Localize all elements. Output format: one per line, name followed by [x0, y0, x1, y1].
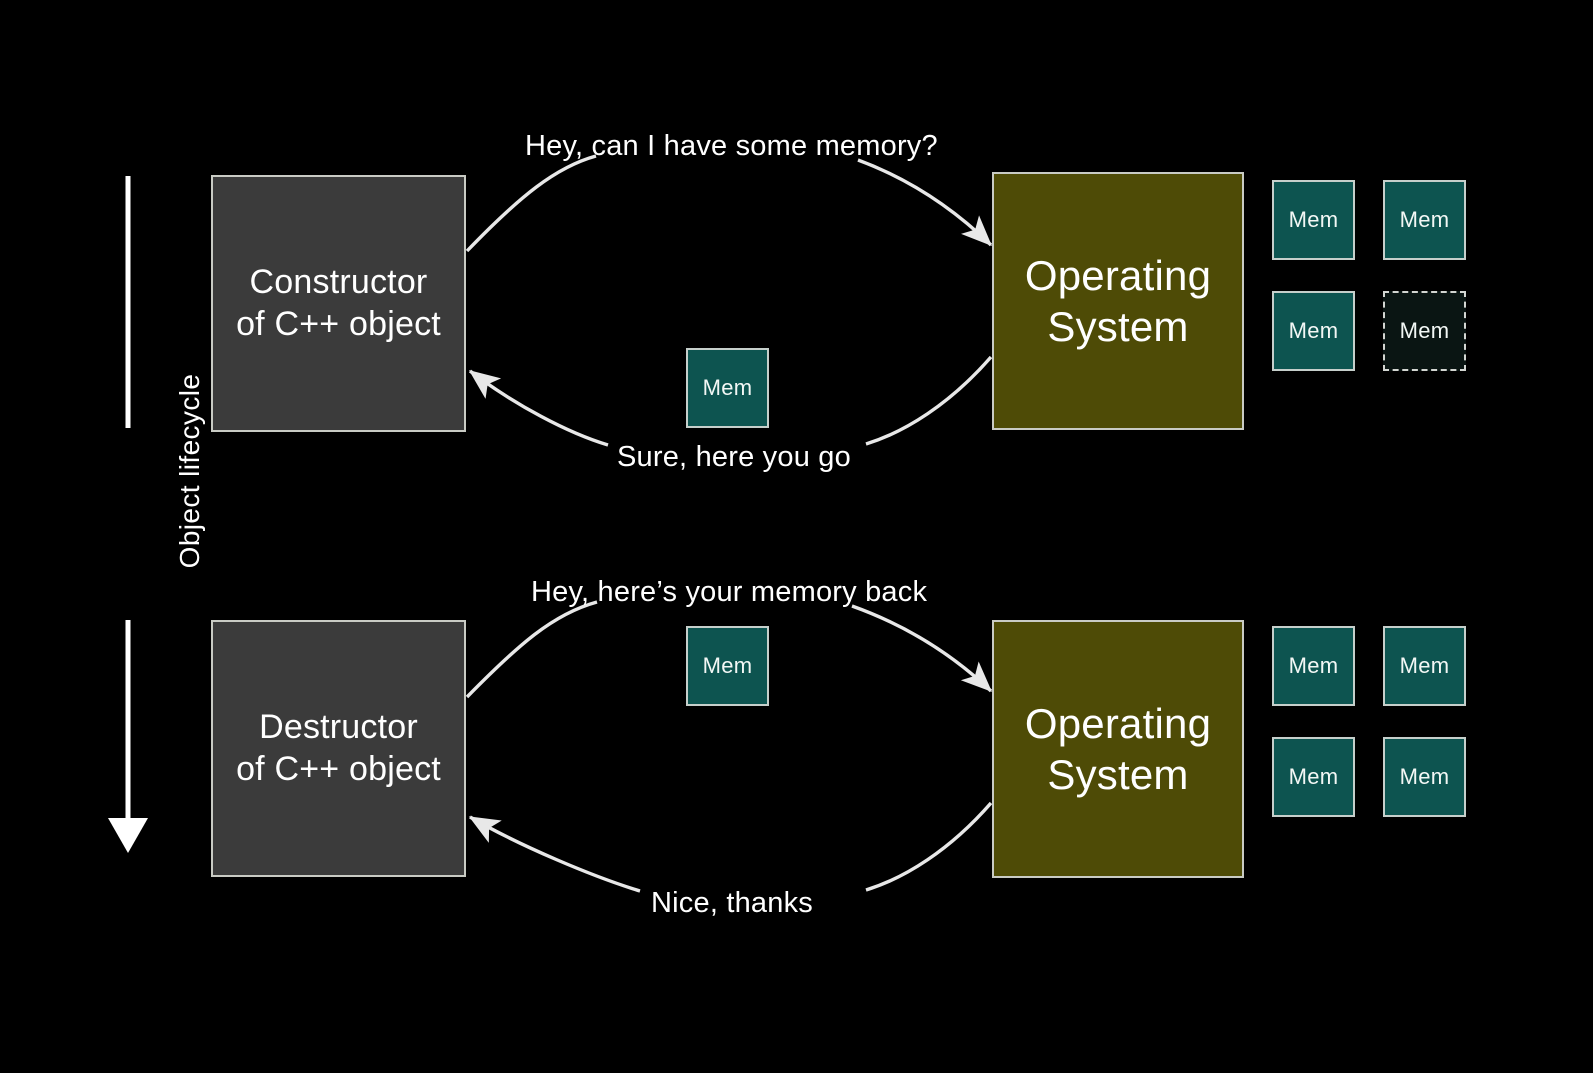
- os-line-1-deallocation: Operating: [1024, 699, 1212, 747]
- object-lifecycle-axis-label: Object lifecycle: [174, 373, 205, 569]
- constructor-line-2: of C++ object: [236, 304, 441, 343]
- destructor-line-1: Destructor: [259, 708, 418, 747]
- mem-pool-cell-3-allocation: Mem: [1272, 291, 1355, 371]
- allocation-request-label: Hey, can I have some memory?: [525, 130, 938, 162]
- os-line-1-allocation: Operating: [1024, 251, 1212, 299]
- destructor-line-2: of C++ object: [236, 749, 441, 788]
- constructor-box-text: Constructor of C++ object: [236, 262, 441, 345]
- operating-system-box-deallocation[interactable]: Operating System: [992, 620, 1244, 878]
- mem-pool-cell-2-deallocation: Mem: [1383, 626, 1466, 706]
- os-line-2-deallocation: System: [1047, 751, 1189, 798]
- destructor-box[interactable]: Destructor of C++ object: [211, 620, 466, 877]
- mem-cell-label: Mem: [1399, 207, 1450, 232]
- os-line-2-allocation: System: [1047, 303, 1189, 350]
- mem-cell-label: Mem: [1399, 318, 1450, 343]
- mem-pool-cell-1-deallocation: Mem: [1272, 626, 1355, 706]
- os-box-text-deallocation: Operating System: [1025, 698, 1211, 800]
- mem-chip-label: Mem: [702, 375, 753, 400]
- constructor-box[interactable]: Constructor of C++ object: [211, 175, 466, 432]
- mem-chip-label: Mem: [702, 653, 753, 678]
- mem-pool-cell-3-deallocation: Mem: [1272, 737, 1355, 817]
- deallocation-request-label: Hey, here’s your memory back: [531, 576, 928, 608]
- mem-cell-label: Mem: [1399, 653, 1450, 678]
- destructor-box-text: Destructor of C++ object: [236, 707, 441, 790]
- deallocation-response-label: Nice, thanks: [651, 887, 813, 919]
- mem-cell-label: Mem: [1288, 764, 1339, 789]
- operating-system-box-allocation[interactable]: Operating System: [992, 172, 1244, 430]
- mem-pool-cell-1-allocation: Mem: [1272, 180, 1355, 260]
- mem-cell-label: Mem: [1288, 653, 1339, 678]
- allocation-transit-mem-chip: Mem: [686, 348, 769, 428]
- constructor-line-1: Constructor: [249, 263, 428, 302]
- mem-pool-cell-4-allocation-free: Mem: [1383, 291, 1466, 371]
- mem-pool-cell-4-deallocation: Mem: [1383, 737, 1466, 817]
- mem-cell-label: Mem: [1288, 318, 1339, 343]
- allocation-response-label: Sure, here you go: [617, 441, 851, 473]
- mem-pool-cell-2-allocation: Mem: [1383, 180, 1466, 260]
- os-box-text-allocation: Operating System: [1025, 250, 1211, 352]
- mem-cell-label: Mem: [1288, 207, 1339, 232]
- deallocation-transit-mem-chip: Mem: [686, 626, 769, 706]
- mem-cell-label: Mem: [1399, 764, 1450, 789]
